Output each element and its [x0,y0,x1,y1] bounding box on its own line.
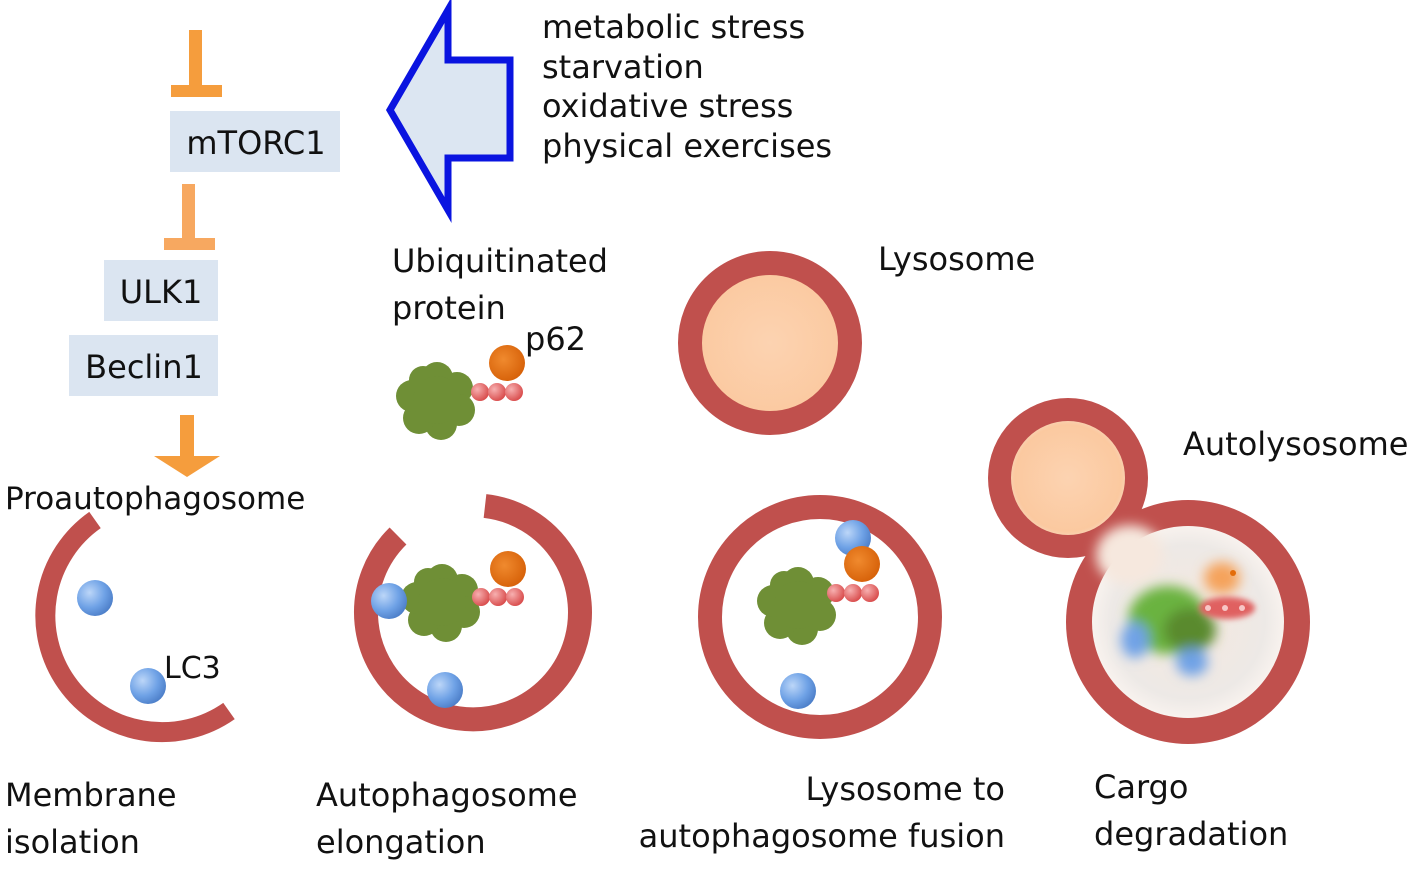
ulk1-label: ULK1 [120,273,203,311]
stage-3-line1: Lysosome to [806,770,1005,808]
inhibit-symbol-top [171,30,222,97]
ubiquitin-chain [471,383,523,401]
lc3-label: LC3 [164,651,221,686]
lysosome [678,251,862,435]
stimulus-3: oxidative stress [542,87,793,125]
mtorc1-box: mTORC1 [170,111,340,172]
proautophagosome-label: Proautophagosome [5,481,305,517]
ulk1-box: ULK1 [104,260,218,321]
activation-arrow [154,415,220,477]
stage-3-line2: autophagosome fusion [639,817,1005,855]
isolation-membrane [35,511,235,743]
degrading-cargo [1121,562,1240,676]
lysosome-label: Lysosome [878,240,1035,278]
protein-blob [396,362,475,440]
protein-label: protein [392,289,506,327]
stage-2-line2: elongation [316,823,486,861]
beclin1-box: Beclin1 [69,335,218,396]
p62-sphere [489,345,525,381]
engulfed-protein-blob [401,564,480,642]
fusion-protein-blob [757,567,836,645]
stage-4-line1: Cargo [1094,768,1188,806]
lc3-sphere-b [130,668,166,704]
p62-label: p62 [525,320,586,358]
stimulus-4: physical exercises [542,127,832,165]
mtorc1-label: mTORC1 [186,124,325,162]
autolysosome-label: Autolysosome [1183,425,1408,463]
stage-1-line1: Membrane [5,776,177,814]
lc3-sphere-a [77,580,113,616]
stimulus-arrow [385,0,514,224]
p62-sphere-3 [844,546,880,582]
ubiquitin-chain-3 [827,584,879,602]
stimulus-1: metabolic stress [542,8,805,46]
p62-sphere-2 [490,551,526,587]
stage-2-line1: Autophagosome [316,776,578,814]
stage-4-line2: degradation [1094,815,1288,853]
beclin1-label: Beclin1 [85,348,203,386]
stage-1-line2: isolation [5,823,140,861]
autolysosome [988,398,1310,744]
stimuli-list: metabolic stress starvation oxidative st… [542,8,832,165]
elongating-membrane [354,494,592,732]
inhibit-symbol-bottom [164,184,215,250]
lc3-sphere-c [371,583,407,619]
lc3-sphere-d [427,672,463,708]
stimulus-2: starvation [542,48,704,86]
ubiquitinated-protein-cargo [396,362,475,440]
ubiquitinated-label: Ubiquitinated [392,242,608,280]
ubiquitin-chain-2 [472,588,524,606]
lc3-sphere-f [780,673,816,709]
